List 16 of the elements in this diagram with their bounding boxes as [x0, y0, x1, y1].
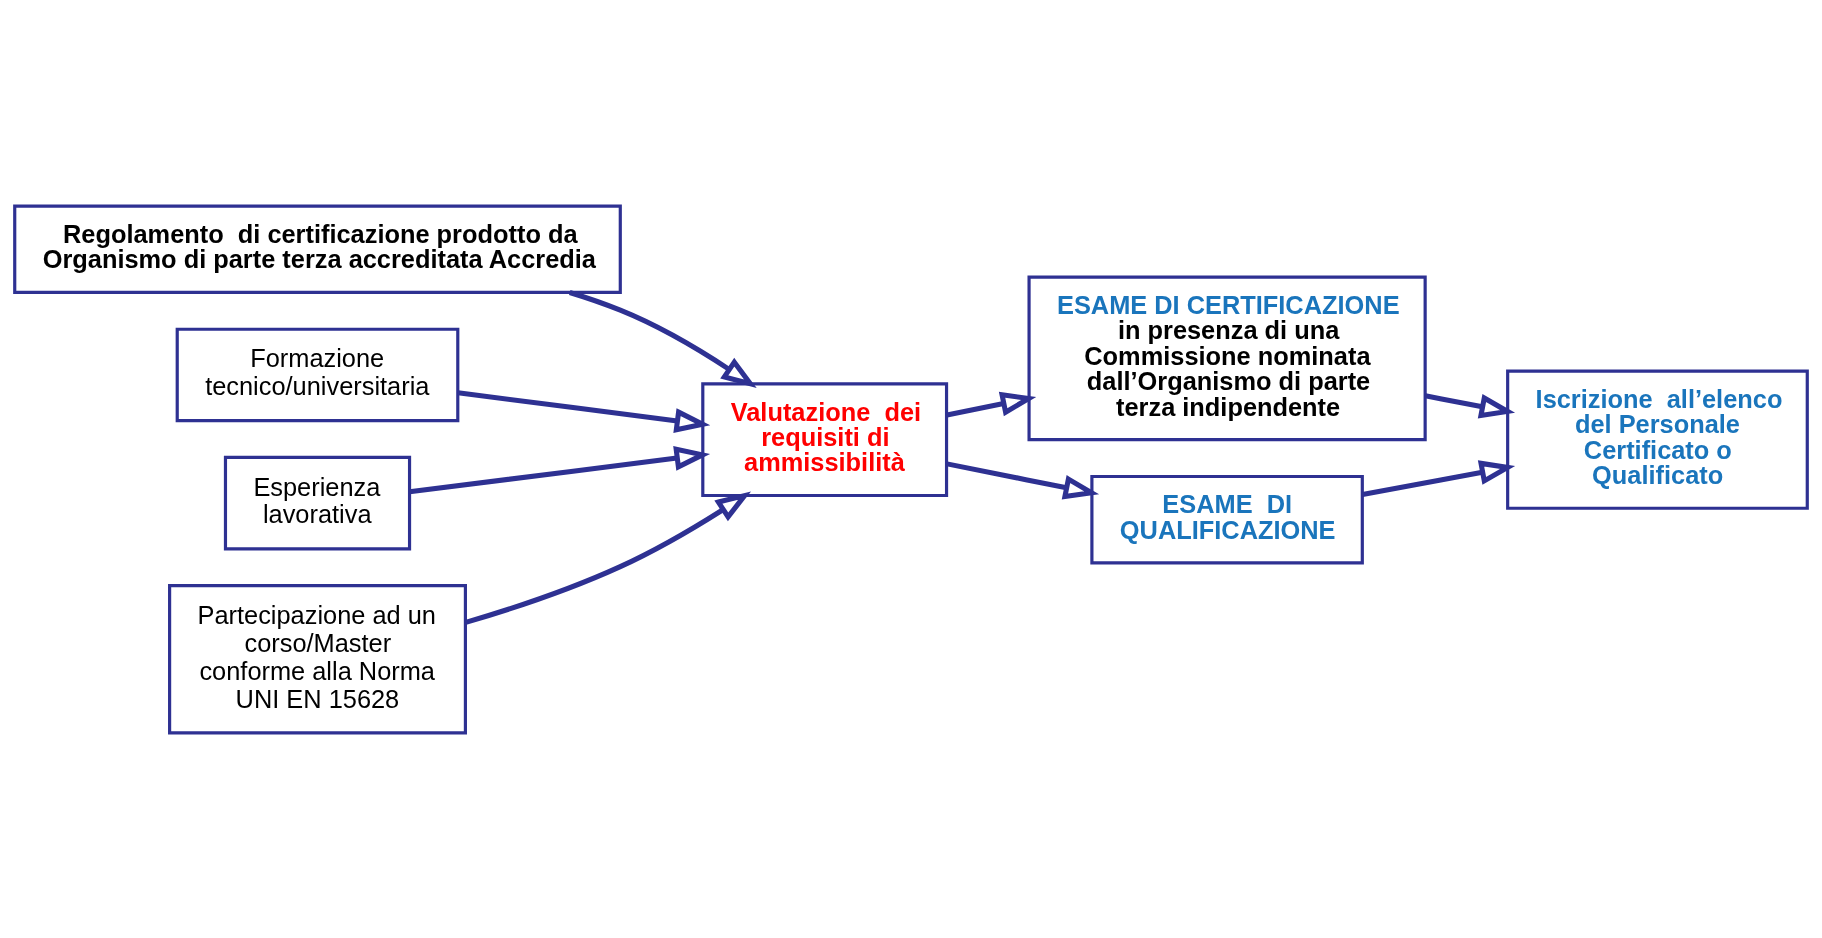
- arrow: [946, 460, 1100, 500]
- node-box: Valutazione dei requisiti di ammissibilità: [701, 381, 949, 497]
- arrow: [1362, 459, 1516, 497]
- arrow: [457, 389, 711, 433]
- node-box: Partecipazione ad un corso/Master conforme alla Norma UNI EN 15628: [168, 583, 467, 734]
- arrow: [946, 391, 1037, 418]
- node-box: Esperienza lavorativa: [223, 455, 412, 550]
- arrow: [409, 445, 711, 494]
- node-box: Formazione tecnico/universitaria: [175, 327, 460, 422]
- node-box: ESAME DI QUALIFICAZIONE: [1090, 474, 1364, 564]
- node-box: Regolamento di certificazione prodotto da Organismo di parte terza accreditata Accredia: [13, 204, 622, 294]
- node-box: Iscrizione all’elenco del Personale Certificato o Qualificato: [1506, 369, 1809, 510]
- arrow: [465, 490, 752, 625]
- arrow: [569, 289, 757, 388]
- arrow: [1424, 392, 1516, 418]
- node-box: ESAME DI CERTIFICAZIONE in presenza di una Commissione nominata dall’Organismo di parte terza indipendente: [1027, 275, 1427, 441]
